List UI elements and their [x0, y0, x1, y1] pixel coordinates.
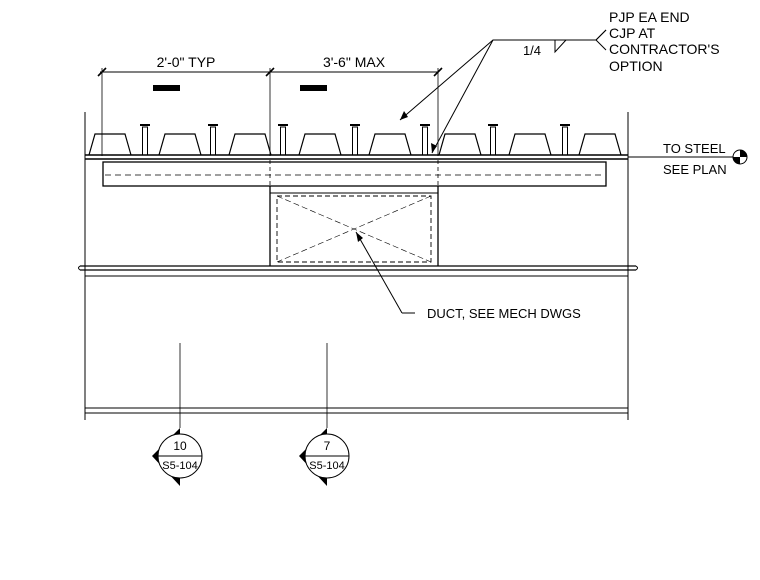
- dimension-label-typ: 2'-0" TYP: [157, 54, 216, 70]
- dim-tick-2: [265, 67, 275, 77]
- elevation-target-icon: [732, 149, 748, 165]
- section-marker-1-number: 10: [173, 439, 187, 453]
- break-mark-right: [635, 265, 638, 271]
- fillet-weld-symbol: [554, 39, 567, 54]
- weld-tail-upper: [595, 29, 607, 41]
- deck-rib: [88, 133, 132, 156]
- stud-marker-bar-1: [153, 85, 180, 91]
- deck-rib: [438, 133, 482, 156]
- dim-tick-3: [433, 67, 443, 77]
- weld-leader-line-2: [431, 39, 494, 154]
- metal-deck-ribs: [88, 133, 622, 156]
- elevation-note-line-2: SEE PLAN: [663, 162, 727, 177]
- weld-size-label: 1/4: [523, 43, 541, 58]
- shear-stud: [278, 124, 288, 156]
- stud-marker-bar-2: [300, 85, 327, 91]
- duct-diagonal-2: [276, 195, 432, 263]
- elevation-note-line-1: TO STEEL: [663, 141, 726, 156]
- deck-rib: [298, 133, 342, 156]
- duct-leader-arrowhead: [356, 232, 363, 242]
- section-marker-2[interactable]: 7 S5-104: [299, 428, 350, 486]
- duct-outline: [276, 195, 432, 263]
- section-marker-1[interactable]: 10 S5-104: [152, 428, 203, 486]
- shear-studs: [140, 124, 570, 156]
- weld-arrowhead-1: [400, 111, 408, 120]
- weld-note-line-2: CJP AT: [609, 25, 656, 41]
- deck-rib: [228, 133, 272, 156]
- shear-stud: [350, 124, 360, 156]
- deck-rib: [368, 133, 412, 156]
- section-marker-2-number: 7: [324, 439, 331, 453]
- section-marker-1-sheet: S5-104: [162, 460, 197, 472]
- deck-rib: [508, 133, 552, 156]
- dimension-label-max: 3'-6" MAX: [323, 54, 386, 70]
- section-marker-2-sheet: S5-104: [309, 460, 344, 472]
- steel-beam: [102, 161, 607, 187]
- deck-rib: [158, 133, 202, 156]
- shear-stud: [560, 124, 570, 156]
- shear-stud: [208, 124, 218, 156]
- weld-note-line-1: PJP EA END: [609, 9, 690, 25]
- shear-stud: [420, 124, 430, 156]
- break-mark-left: [78, 265, 81, 271]
- weld-arrowhead-2: [431, 143, 437, 153]
- weld-tail-lower: [595, 39, 607, 51]
- duct-note: DUCT, SEE MECH DWGS: [427, 306, 581, 321]
- shear-stud: [140, 124, 150, 156]
- weld-note-line-3: CONTRACTOR'S: [609, 41, 720, 57]
- weld-leader-line: [399, 39, 596, 121]
- duct-leader-line-2: [355, 231, 403, 314]
- deck-rib: [578, 133, 622, 156]
- weld-note-line-4: OPTION: [609, 58, 663, 74]
- shear-stud: [488, 124, 498, 156]
- dim-tick-1: [97, 67, 107, 77]
